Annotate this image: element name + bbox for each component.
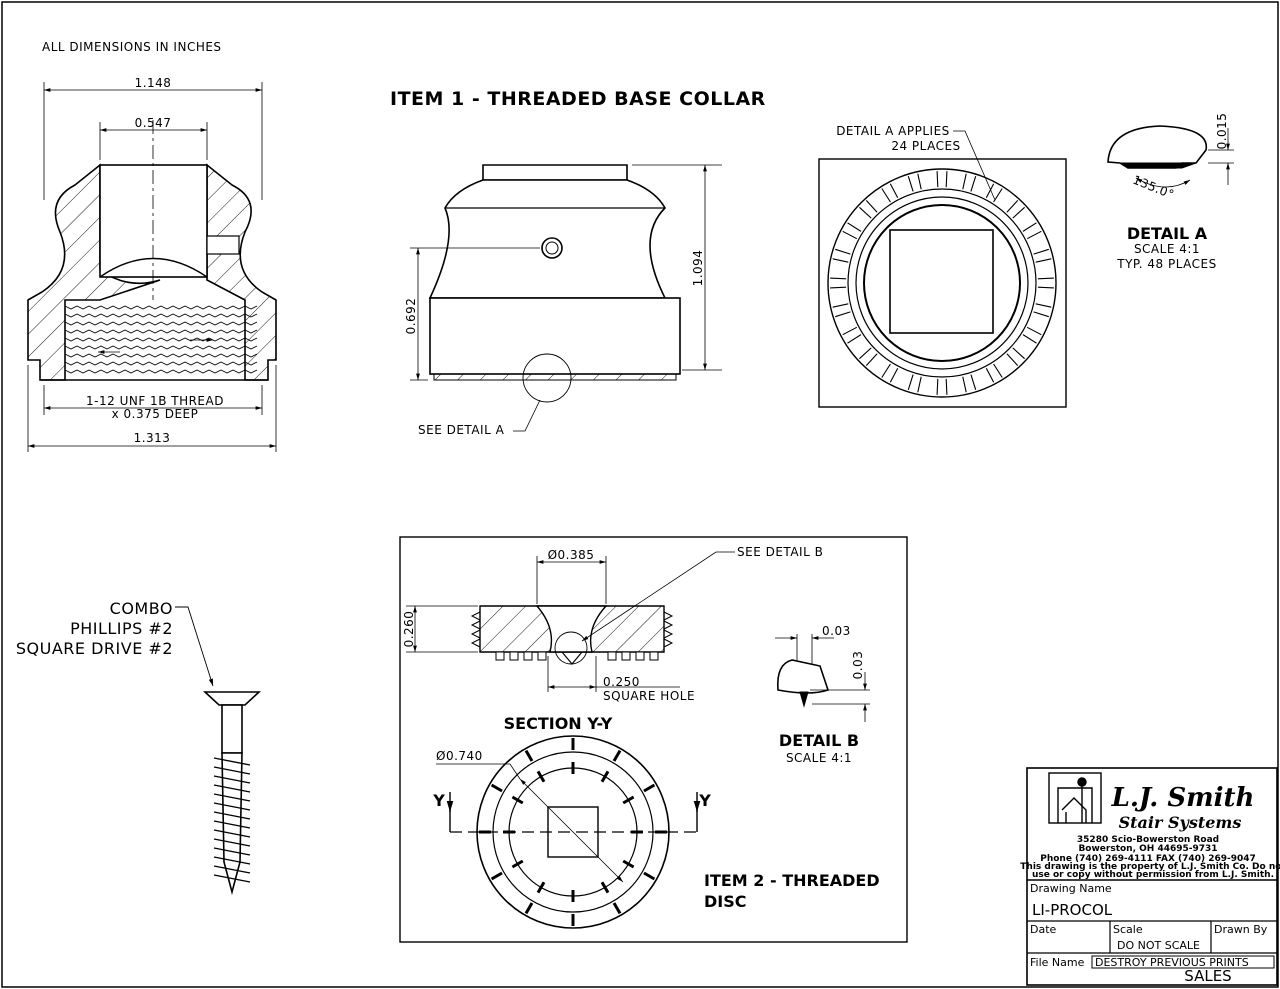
title-block bbox=[1026, 767, 1278, 986]
disc-height: 0.260 bbox=[402, 611, 416, 648]
dim-collar-height: 1.094 bbox=[691, 250, 705, 287]
section-title: SECTION Y-Y bbox=[504, 714, 613, 733]
company-phone: Phone (740) 269-4111 FAX (740) 269-9047 bbox=[1040, 854, 1256, 864]
collar-serrations bbox=[830, 171, 1054, 395]
drawn-by-label: Drawn By bbox=[1214, 923, 1268, 936]
detail-a-applies-line1: DETAIL A APPLIES bbox=[836, 124, 950, 138]
drawing-name-label: Drawing Name bbox=[1030, 882, 1112, 895]
scale-value: DO NOT SCALE bbox=[1117, 939, 1200, 952]
company-address1: 35280 Scio-Bowerston Road bbox=[1077, 835, 1219, 845]
date-label: Date bbox=[1030, 923, 1057, 936]
dim-base-width: 1.313 bbox=[134, 431, 171, 445]
disc-outer-dia: Ø0.740 bbox=[436, 749, 483, 763]
dim-bore-width: 0.547 bbox=[135, 116, 172, 130]
section-mark-right: Y bbox=[698, 791, 711, 810]
collar-right-half bbox=[206, 163, 277, 381]
item2-frame bbox=[399, 536, 908, 943]
thread-spec-line1: 1-12 UNF 1B THREAD bbox=[86, 394, 224, 408]
disc-section-view bbox=[470, 605, 674, 665]
collar-elevation-dimensions bbox=[410, 164, 722, 381]
company-notice1: This drawing is the property of L.J. Smi… bbox=[1020, 862, 1280, 872]
disc-hole-dim: 0.250 bbox=[603, 675, 640, 689]
item1-title: ITEM 1 - THREADED BASE COLLAR bbox=[390, 88, 766, 110]
collar-left-half bbox=[27, 163, 161, 381]
screw-label-line3: SQUARE DRIVE #2 bbox=[16, 639, 173, 658]
company-subname: Stair Systems bbox=[1119, 813, 1242, 832]
dim-hole-height: 0.692 bbox=[404, 298, 418, 335]
drawing-name-value: LI-PROCOL bbox=[1032, 901, 1113, 919]
general-note: ALL DIMENSIONS IN INCHES bbox=[42, 40, 222, 54]
company-address2: Bowerston, OH 44695-9731 bbox=[1078, 844, 1217, 854]
see-detail-b: SEE DETAIL B bbox=[737, 545, 823, 559]
detail-a-view bbox=[1107, 125, 1234, 188]
company-notice2: use or copy without permission from L.J.… bbox=[1032, 870, 1274, 880]
screw-drawing bbox=[202, 691, 262, 896]
detail-b-leader bbox=[581, 551, 735, 642]
detail-a-applies-leader bbox=[953, 130, 996, 201]
item2-title-line1: ITEM 2 - THREADED bbox=[704, 871, 880, 890]
collar-section-view bbox=[27, 120, 277, 381]
company-logo bbox=[1048, 772, 1102, 824]
thread-spec-line2: x 0.375 DEEP bbox=[112, 407, 199, 421]
set-screw-hole bbox=[206, 235, 240, 255]
detail-b-view bbox=[775, 634, 870, 722]
square-bore-top bbox=[889, 229, 994, 334]
scale-label: Scale bbox=[1113, 923, 1143, 936]
see-detail-a: SEE DETAIL A bbox=[418, 423, 505, 437]
collar-elevation bbox=[428, 164, 681, 381]
section-mark-left: Y bbox=[432, 791, 445, 810]
item2-title-line2: DISC bbox=[704, 892, 747, 911]
detail-b-title: DETAIL B bbox=[779, 731, 859, 750]
detail-b-scale: SCALE 4:1 bbox=[786, 751, 852, 765]
screw-leader bbox=[175, 606, 214, 687]
detail-a-leader bbox=[513, 399, 541, 432]
detail-a-height: 0.015 bbox=[1215, 113, 1229, 150]
file-name-label: File Name bbox=[1030, 956, 1085, 969]
screw-label-line2: PHILLIPS #2 bbox=[70, 619, 173, 638]
collar-bore bbox=[99, 164, 208, 278]
detail-a-title: DETAIL A bbox=[1127, 224, 1208, 243]
detail-a-typ: TYP. 48 PLACES bbox=[1116, 257, 1217, 271]
disc-plan-view bbox=[450, 735, 697, 929]
collar-threads bbox=[64, 305, 258, 374]
collar-top-view bbox=[818, 158, 1067, 408]
sales-label: SALES bbox=[1184, 967, 1231, 985]
detail-a-callout-circle bbox=[522, 353, 572, 403]
section-arrows bbox=[446, 792, 701, 832]
dim-top-width: 1.148 bbox=[135, 76, 172, 90]
detail-b-height: 0.03 bbox=[851, 651, 865, 680]
detail-b-width: 0.03 bbox=[822, 624, 851, 638]
detail-a-applies-line2: 24 PLACES bbox=[891, 139, 960, 153]
company-name: L.J. Smith bbox=[1111, 783, 1255, 813]
disc-bore-dia: Ø0.385 bbox=[548, 548, 595, 562]
detail-a-angle: 135.0° bbox=[1131, 173, 1176, 202]
file-name-value: DESTROY PREVIOUS PRINTS bbox=[1095, 956, 1249, 969]
disc-section-dimensions bbox=[406, 556, 680, 692]
disc-hole-label: SQUARE HOLE bbox=[603, 689, 695, 703]
screw-label-line1: COMBO bbox=[110, 599, 173, 618]
collar-section-dimensions bbox=[27, 82, 277, 452]
detail-a-scale: SCALE 4:1 bbox=[1134, 242, 1200, 256]
